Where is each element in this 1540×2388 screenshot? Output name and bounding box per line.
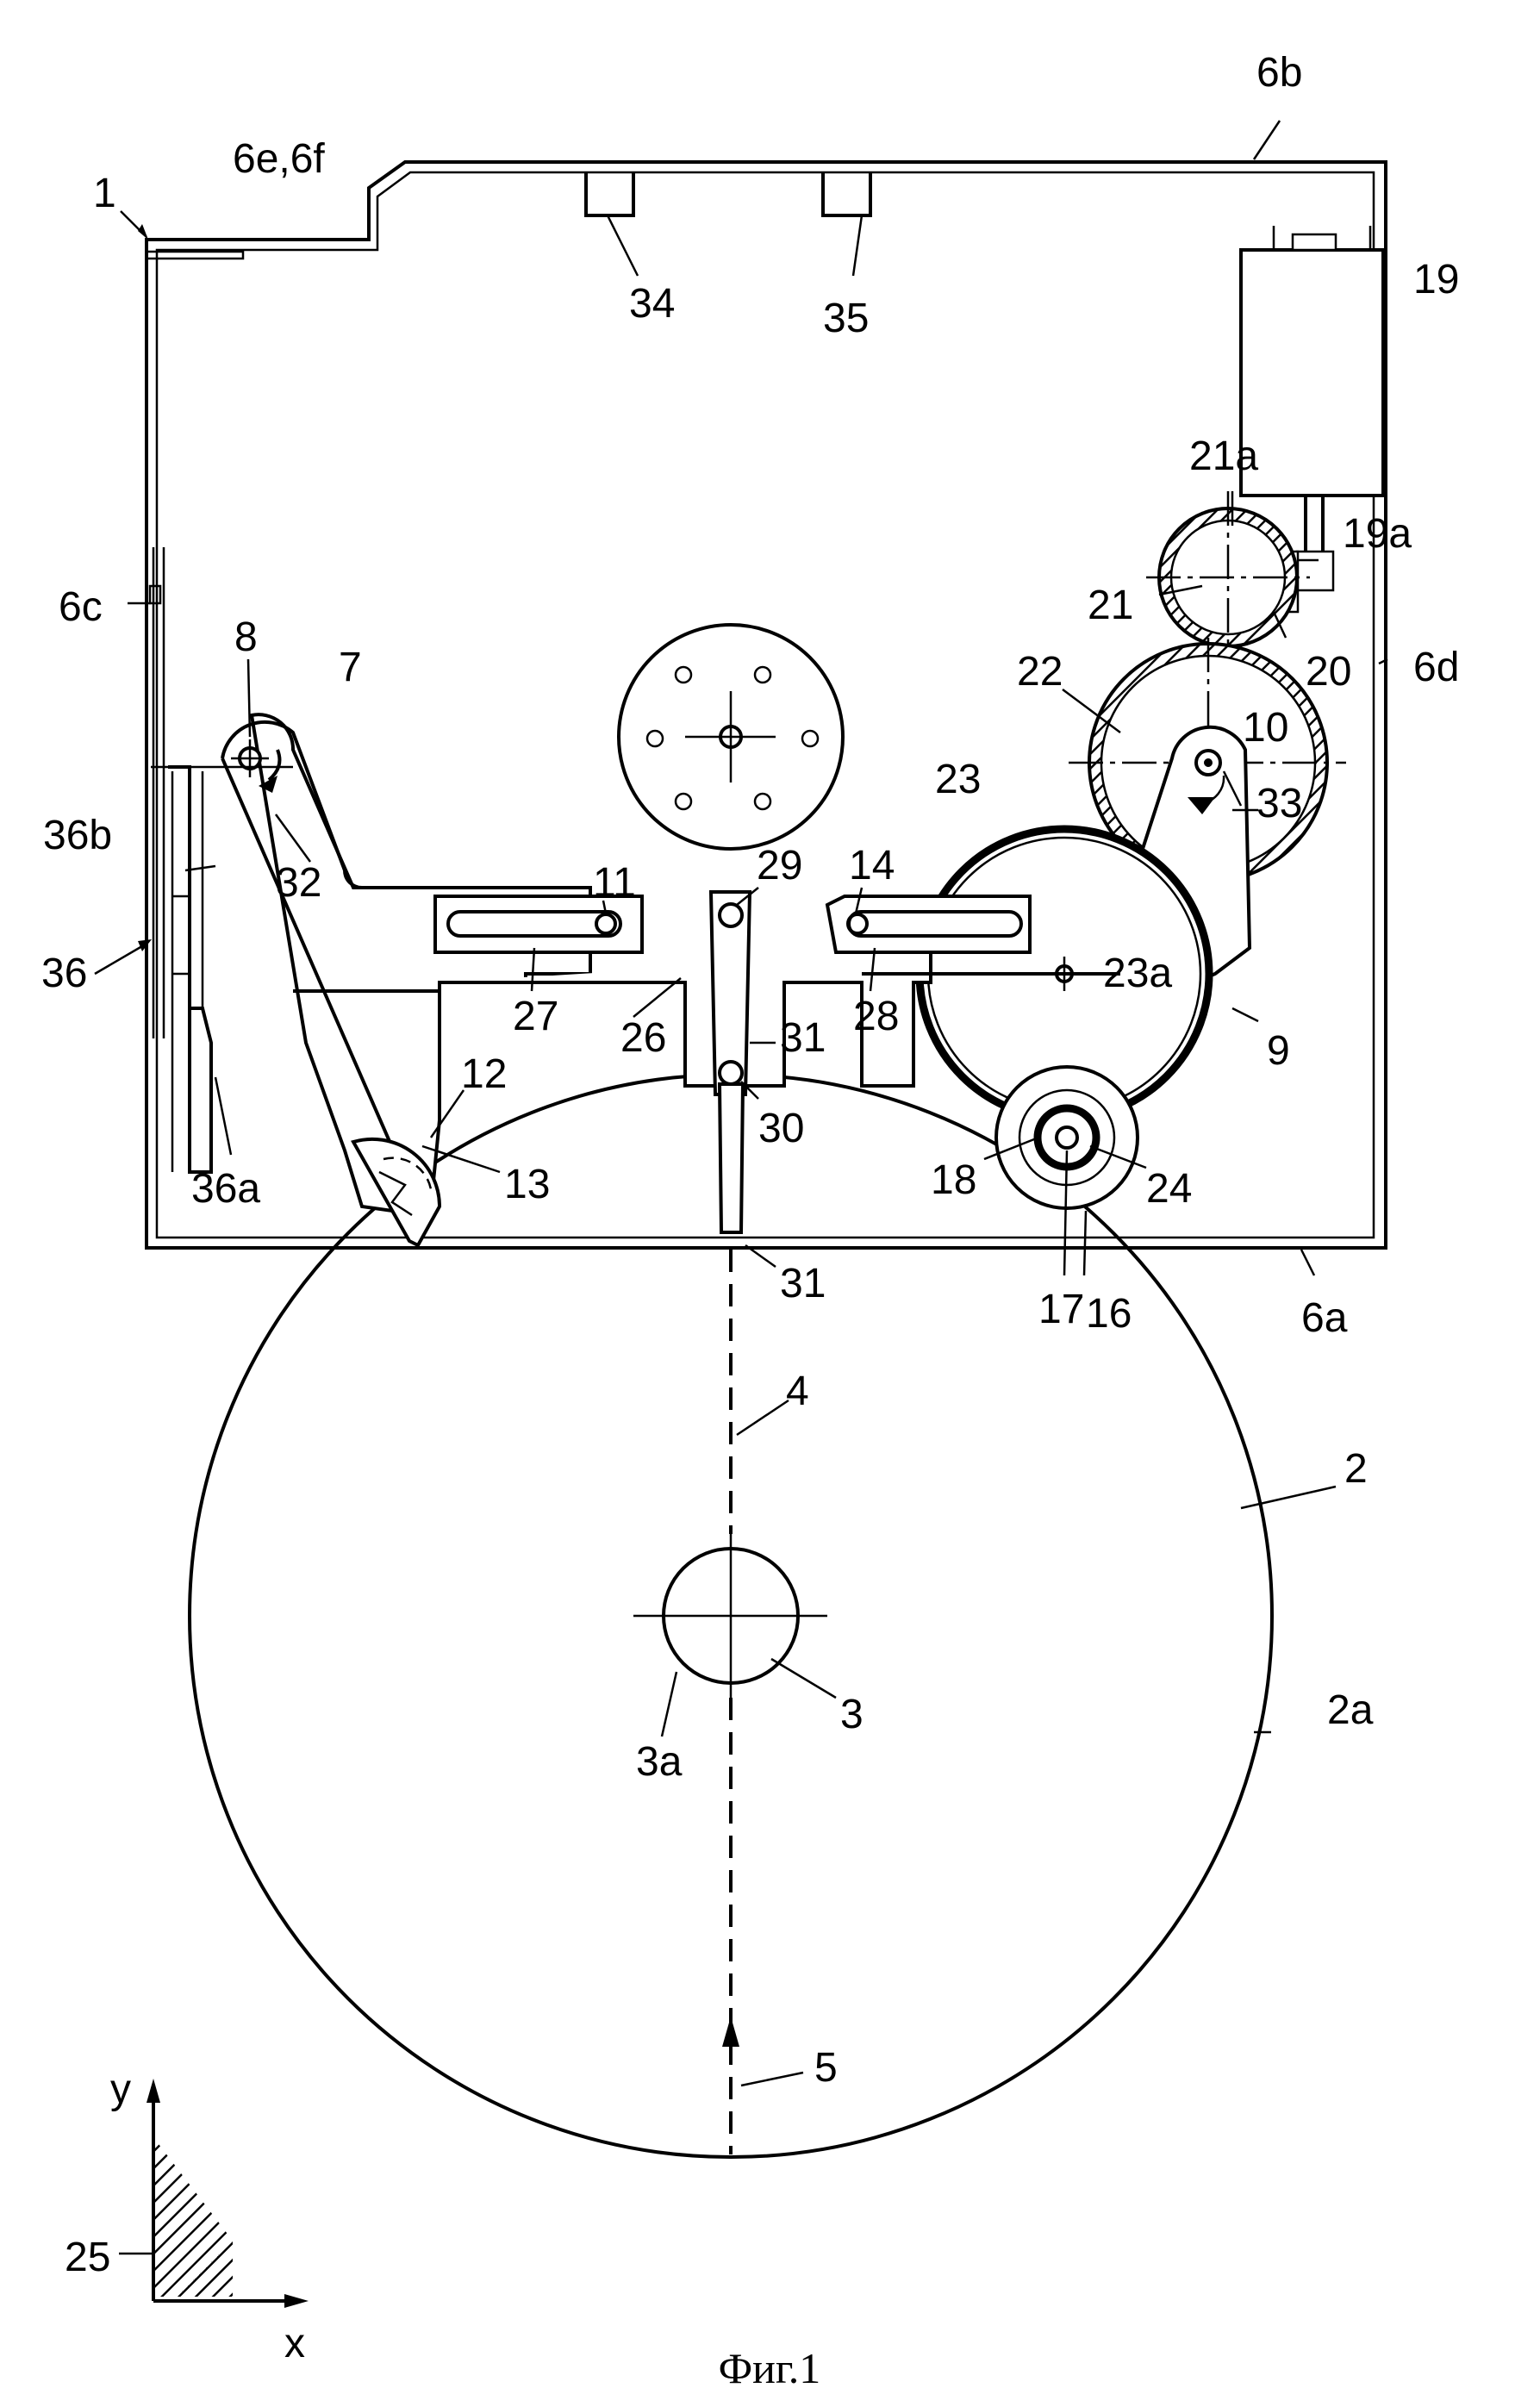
label-36b: 36b [43,813,112,858]
label-36a: 36a [191,1166,260,1212]
label-29: 29 [757,843,802,888]
link-31 [711,892,750,1232]
label-14: 14 [849,843,895,888]
label-10: 10 [1243,705,1288,751]
label-35: 35 [823,296,869,341]
label-19: 19 [1413,257,1459,302]
label-11: 11 [593,860,636,906]
label-6d: 6d [1413,645,1459,690]
label-26: 26 [620,1015,666,1061]
label-28: 28 [853,994,899,1039]
label-17: 17 [1038,1287,1084,1332]
label-31b: 31 [780,1261,826,1306]
label-22: 22 [1017,649,1063,695]
label-3a: 3a [636,1739,683,1785]
sensor-34 [586,172,633,215]
label-12: 12 [461,1051,507,1097]
label-30: 30 [758,1106,804,1151]
sensor-35 [823,172,870,215]
label-16: 16 [1086,1291,1132,1337]
label-31a: 31 [780,1015,826,1061]
label-y: y [110,2067,131,2112]
label-21: 21 [1088,583,1133,628]
label-6e6f: 6e,6f [233,136,325,182]
label-23: 23 [935,757,981,802]
label-36: 36 [41,951,87,996]
label-5: 5 [814,2045,838,2091]
label-27: 27 [513,994,558,1039]
lever-7 [222,714,590,1215]
label-6c: 6c [59,584,103,630]
label-2a: 2a [1327,1687,1374,1733]
axis-line [722,1250,739,2154]
label-24: 24 [1146,1166,1192,1212]
label-18: 18 [931,1157,976,1203]
label-21a: 21a [1189,433,1258,479]
hub-wheel [619,625,843,849]
label-3: 3 [840,1692,864,1737]
label-1: 1 [93,171,116,216]
label-2: 2 [1344,1446,1368,1492]
figure-caption: Фиг.1 [719,2344,821,2388]
label-23a: 23a [1103,951,1172,996]
label-7: 7 [339,645,362,690]
label-13: 13 [504,1162,550,1207]
label-34: 34 [629,281,675,327]
disc-hub [633,1534,827,1698]
label-8: 8 [234,614,258,660]
label-25: 25 [65,2235,110,2280]
label-6b: 6b [1256,50,1302,96]
coordinate-axes [147,2079,309,2308]
label-9: 9 [1267,1028,1290,1074]
label-x: x [284,2321,305,2366]
label-4: 4 [786,1369,809,1414]
label-19a: 19a [1343,511,1412,557]
label-20: 20 [1306,649,1351,695]
label-32: 32 [276,860,321,906]
label-6a: 6a [1301,1295,1348,1341]
label-33: 33 [1256,781,1302,826]
